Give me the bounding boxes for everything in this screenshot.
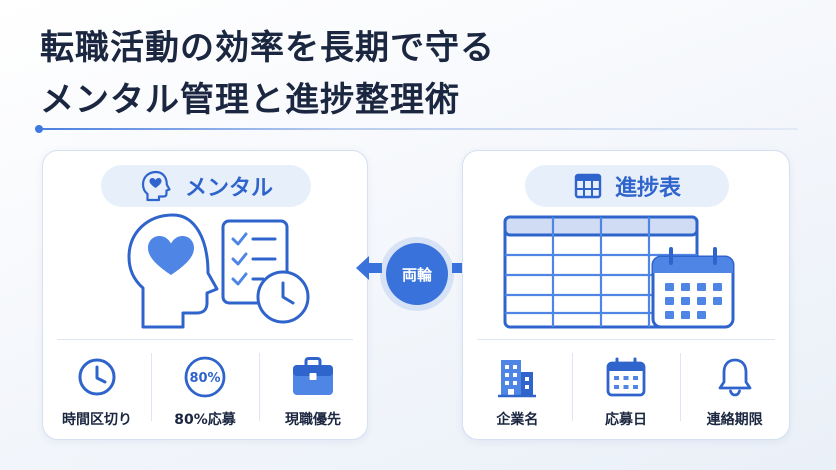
progress-item-label: 応募日 bbox=[605, 412, 647, 428]
calendar-illustration bbox=[651, 247, 735, 329]
center-badge: 両輪 bbox=[386, 243, 448, 305]
progress-item-date: 応募日 bbox=[571, 347, 681, 431]
building-icon bbox=[498, 360, 537, 398]
progress-items: 企業名 応募日 bbox=[463, 347, 789, 431]
table-icon bbox=[574, 173, 602, 199]
mental-pill: メンタル bbox=[101, 165, 311, 207]
clock-icon bbox=[78, 358, 116, 396]
progress-separator bbox=[477, 339, 775, 340]
spreadsheet-illustration bbox=[503, 215, 699, 329]
progress-item-label: 企業名 bbox=[496, 412, 539, 428]
briefcase-icon bbox=[293, 357, 333, 395]
progress-title: 進捗表 bbox=[614, 176, 681, 201]
percent-circle-text: 80% bbox=[189, 371, 220, 386]
mental-title: メンタル bbox=[184, 176, 273, 201]
left-arrow-icon bbox=[356, 256, 382, 280]
calendar-icon bbox=[606, 357, 646, 397]
title-line-2: メンタル管理と進捗整理術 bbox=[40, 80, 460, 120]
progress-item-company: 企業名 bbox=[463, 347, 572, 431]
mental-card: メンタル 時間区切り bbox=[42, 150, 368, 440]
progress-item-label: 連絡期限 bbox=[706, 412, 763, 428]
mental-item-time: 時間区切り bbox=[43, 347, 151, 431]
divider-dot bbox=[35, 125, 43, 133]
checklist-clock-illustration bbox=[221, 219, 310, 324]
head-heart-icon bbox=[141, 170, 171, 202]
percent-circle-icon: 80% bbox=[184, 356, 226, 398]
mental-item-percent: 80% 80%応募 bbox=[151, 347, 259, 431]
progress-pill: 進捗表 bbox=[525, 165, 729, 207]
title-divider bbox=[38, 128, 798, 130]
center-label: 両輪 bbox=[401, 265, 432, 284]
page-title: 転職活動の効率を長期で守る メンタル管理と進捗整理術 bbox=[40, 22, 495, 126]
bell-icon bbox=[718, 358, 752, 397]
progress-item-deadline: 連絡期限 bbox=[680, 347, 789, 431]
head-heart-illustration bbox=[127, 213, 219, 329]
mental-separator bbox=[57, 339, 353, 340]
mental-item-job: 現職優先 bbox=[259, 347, 367, 431]
mental-item-label: 時間区切り bbox=[62, 412, 132, 428]
title-line-1: 転職活動の効率を長期で守る bbox=[40, 28, 495, 68]
mental-items: 時間区切り 80% 80%応募 現職優先 bbox=[43, 347, 367, 431]
mental-item-label: 80%応募 bbox=[174, 412, 236, 428]
progress-card: 進捗表 bbox=[462, 150, 790, 440]
mental-item-label: 現職優先 bbox=[285, 412, 341, 428]
